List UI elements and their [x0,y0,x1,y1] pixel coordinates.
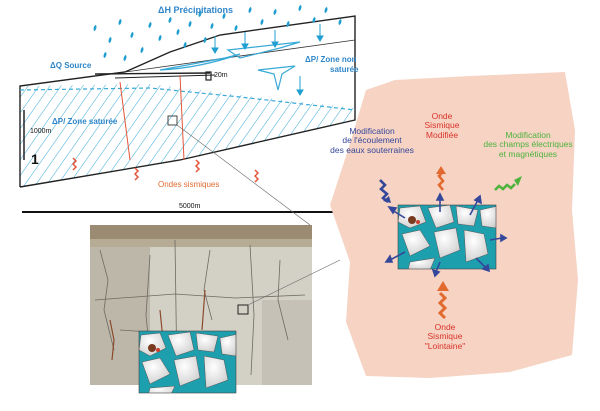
flow-effect-line: de l'écoulement [342,135,402,146]
water-table-line [19,87,356,111]
modified-wave-icon [437,171,445,191]
source-line [94,72,211,75]
flow-arrows [384,192,508,278]
distant-wave-label: Onde Sismique "Lointaine" [424,322,466,351]
zoom-line [247,259,341,306]
field-squiggle-icon [494,183,516,191]
fault-line [179,74,185,161]
flow-squiggle-icon [379,179,389,204]
seismic-wave-icon [71,157,78,171]
thin-section-center [398,205,496,269]
seismic-wave-icon [133,167,140,181]
distant-wave-line: Sismique [427,331,463,342]
modified-wave-arrowhead [436,166,446,174]
flow-arrowhead [383,196,391,203]
saturated-label: ΔP/ Zone saturée [52,117,118,126]
unsaturated-label-2: saturée [330,65,359,74]
flow-effect-line: des eaux souterraines [330,144,414,155]
field-arrowhead [514,176,522,186]
field-effect-line: des champs électriques [483,139,573,150]
scale-bar-label: 5000m [179,203,201,210]
rain-drops [93,5,342,61]
perched-water [226,41,301,59]
distant-wave-icon [437,291,448,320]
source-label: ΔQ Source [50,61,92,70]
small-scale-label: 20m [214,72,228,79]
seismic-wave-icon [253,169,260,183]
precipitation-label: ΔH Précipitations [158,5,233,15]
modified-wave-line: Onde [431,111,453,121]
sample-location [167,115,178,126]
source-line-2 [114,74,216,79]
seismic-wave-icon [194,159,201,173]
flow-effect-line: Modification [349,126,395,136]
unsaturated-label-1: ΔP/ Zone non [305,55,357,64]
depth-label: 1000m [30,128,52,135]
modified-wave-line: Sismique [424,120,460,131]
infiltration-funnel [257,65,296,91]
saturated-zone [20,84,355,187]
modified-wave-line: Modifiée [425,129,459,140]
panel-number: 1 [31,151,39,167]
field-effect-line: et magnétiques [498,148,558,159]
field-effect-label: Modification des champs électriques et m… [483,130,573,159]
field-effect-line: Modification [505,130,551,140]
fault-line [119,81,131,161]
seismic-label: Ondes sismiques [158,180,220,189]
distant-wave-line: Onde [434,322,456,332]
scale-box [205,71,212,81]
cross-section [19,5,356,213]
perched-water [159,53,241,71]
photo-zoom-box [237,304,249,315]
zoom-line [176,124,311,226]
stratum-line [124,39,356,73]
modified-wave-label: Onde Sismique Modifiée [424,111,460,140]
thin-section-inset [139,331,236,393]
flow-effect-label: Modification de l'écoulement des eaux so… [330,126,414,155]
distant-wave-arrowhead [437,281,449,291]
distant-wave-line: "Lointaine" [424,340,466,351]
section-outline [19,15,356,188]
infiltration-arrows [211,24,324,96]
